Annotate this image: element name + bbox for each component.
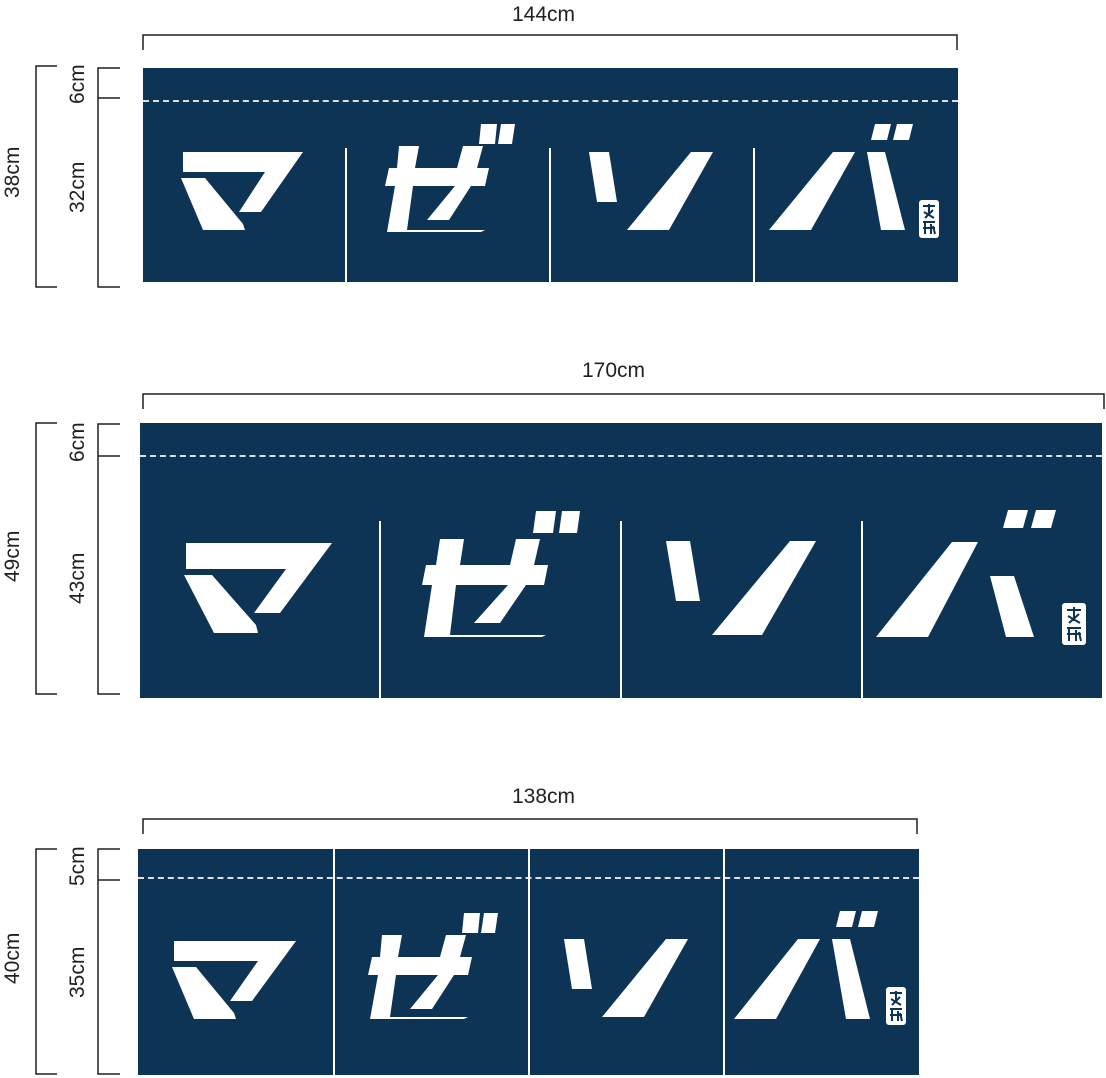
total-height-label: 38cm	[1, 146, 24, 198]
panel-seam	[528, 849, 530, 1075]
katakana-ma-glyph: マ	[184, 543, 332, 633]
panel-seam	[379, 521, 381, 698]
total-height-label: 40cm	[1, 932, 24, 984]
katakana-ze-glyph: ゼ	[368, 913, 498, 1019]
katakana-so-glyph: ソ	[666, 541, 816, 635]
katakana-ze-glyph: ゼ	[422, 511, 580, 637]
katakana-ba-glyph: バ	[769, 124, 913, 230]
panel-seam	[723, 849, 725, 1075]
katakana-ba-glyph: バ	[876, 510, 1056, 637]
width-label: 170cm	[582, 359, 646, 382]
fold-height-label: 6cm	[66, 422, 89, 462]
fold-height-label: 5cm	[66, 846, 89, 886]
body-height-label: 43cm	[66, 552, 89, 604]
noren-curtain: マ ゼ ソ バ	[138, 849, 919, 1075]
fold-line	[140, 455, 1102, 457]
total-height-label: 49cm	[1, 530, 24, 582]
body-height-label: 32cm	[66, 161, 89, 213]
katakana-so-glyph: ソ	[564, 939, 688, 1017]
noren-curtain: マ ゼ ソ バ	[140, 423, 1102, 698]
panel-seam	[549, 148, 551, 282]
body-height-label: 35cm	[66, 946, 89, 998]
fold-height-label: 6cm	[66, 64, 89, 104]
panel-seam	[753, 148, 755, 282]
panel-seam	[620, 521, 622, 698]
katakana-ma-glyph: マ	[181, 152, 303, 230]
kansha-seal-icon	[886, 987, 906, 1025]
kansha-seal-icon	[1062, 603, 1086, 645]
fold-line	[143, 100, 958, 102]
noren-curtain: マ ゼ ソ バ	[143, 68, 958, 282]
katakana-ze-glyph: ゼ	[385, 124, 515, 232]
panel-seam	[345, 148, 347, 282]
katakana-so-glyph: ソ	[589, 152, 713, 230]
panel-seam	[861, 521, 863, 698]
kansha-seal-icon	[919, 200, 939, 238]
width-label: 138cm	[512, 785, 576, 808]
width-label: 144cm	[512, 3, 576, 26]
panel-seam	[333, 849, 335, 1075]
katakana-ma-glyph: マ	[172, 941, 296, 1019]
katakana-ba-glyph: バ	[734, 911, 878, 1019]
